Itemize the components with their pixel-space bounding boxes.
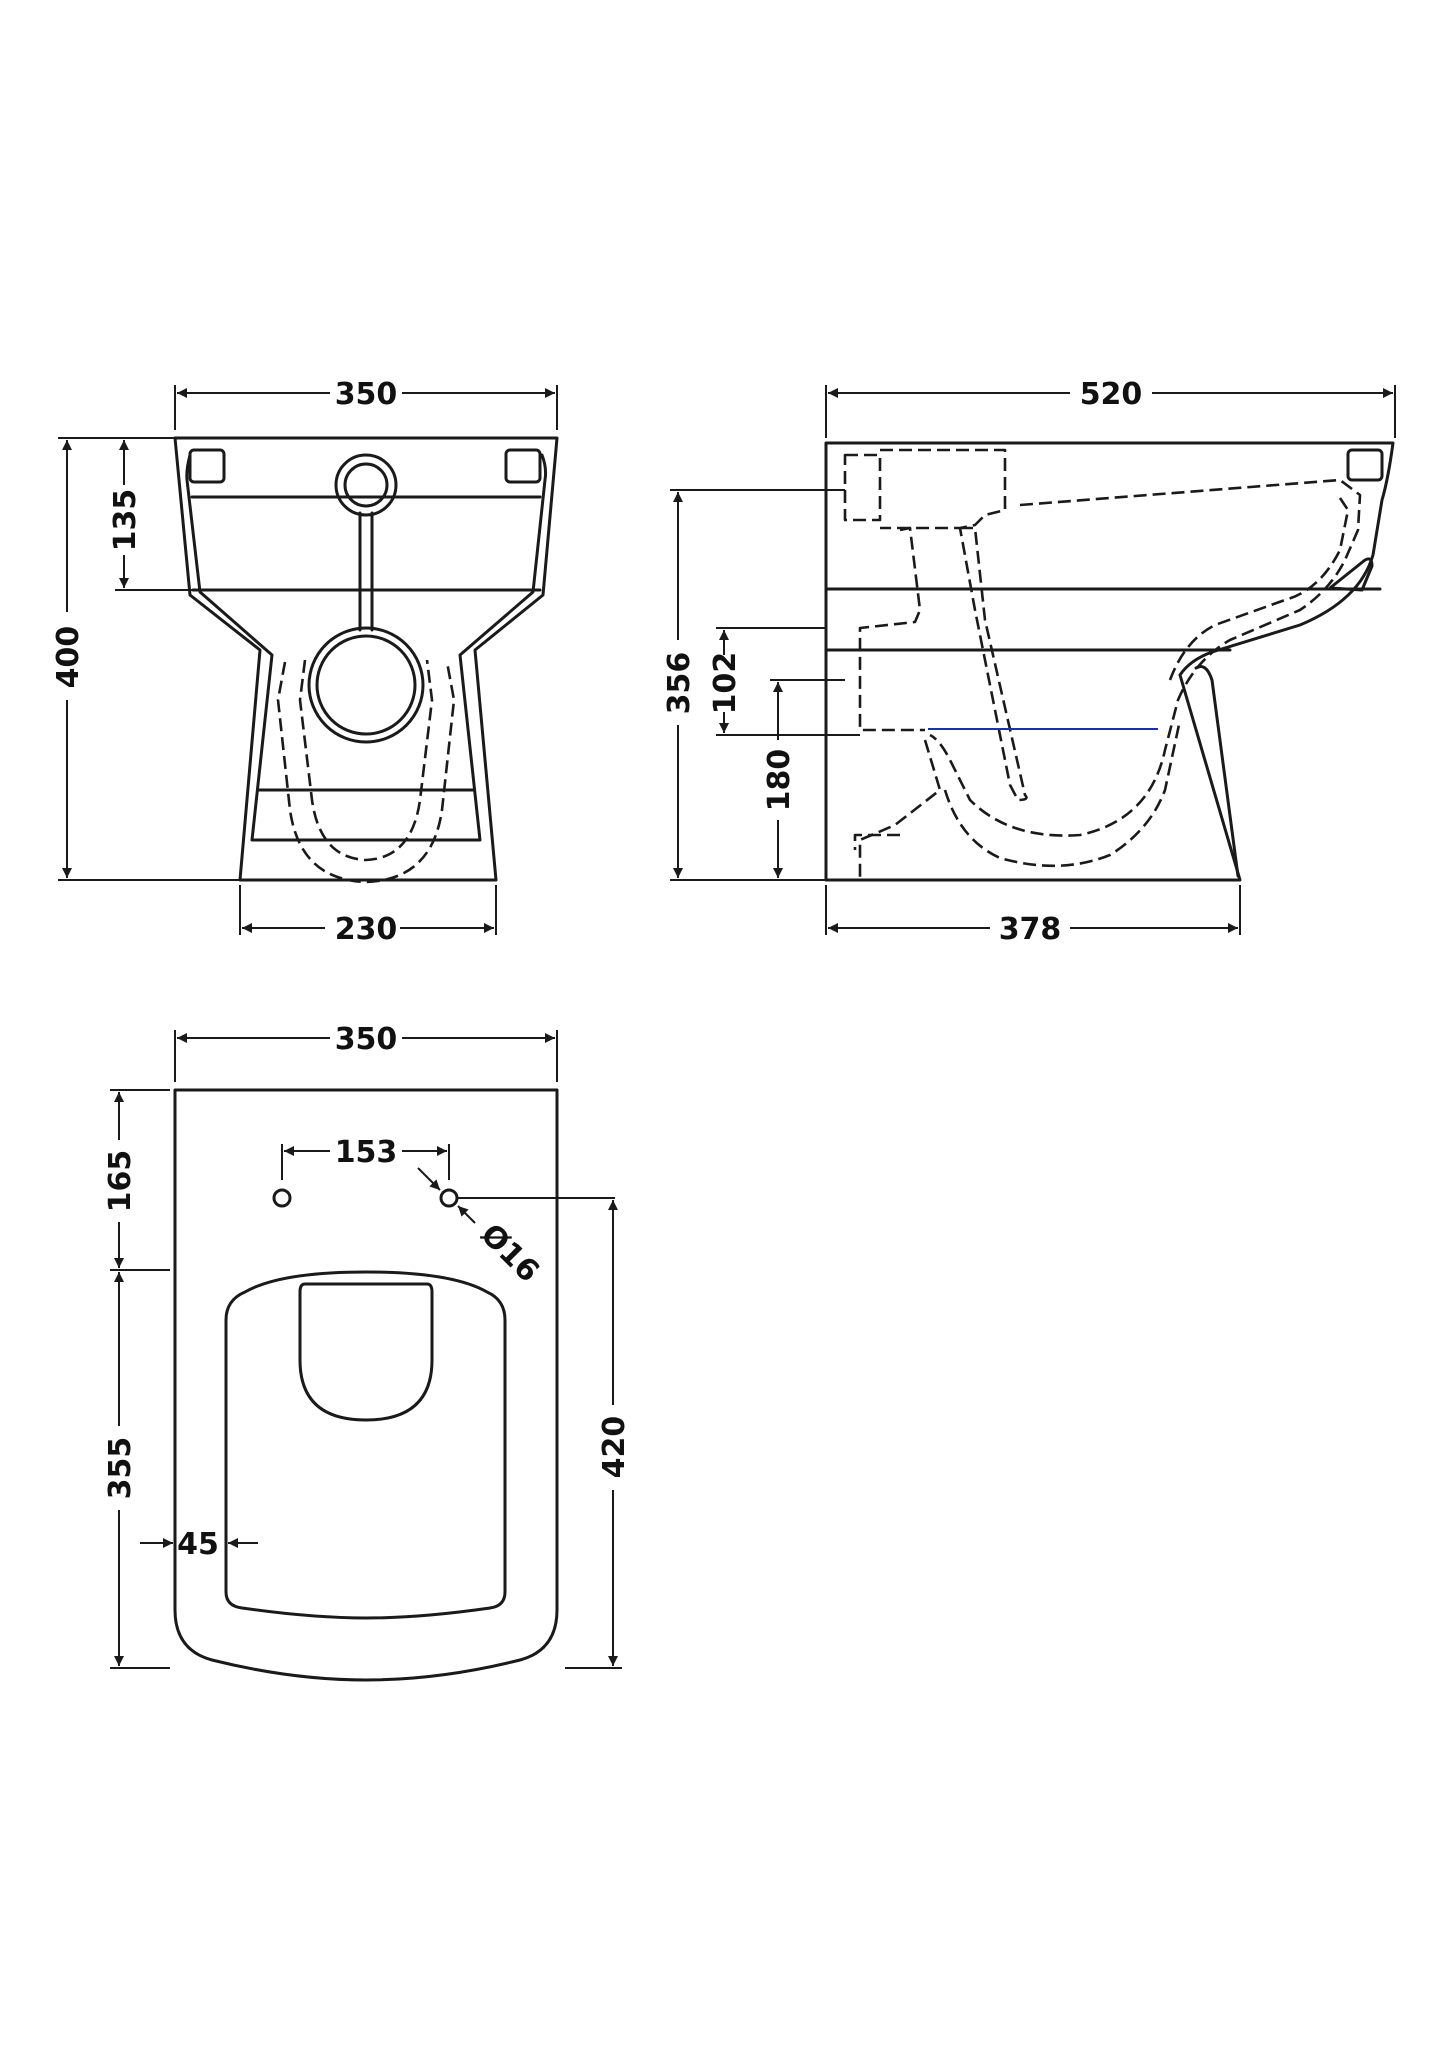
fixing-to-front-label: 355 [103, 1437, 138, 1500]
fixing-diameter-label: Ø16 [474, 1217, 546, 1289]
top-view-seat-outline [224, 1270, 507, 1620]
side-depth-label: 520 [1080, 377, 1143, 412]
side-base-depth-dimension [825, 885, 1241, 935]
top-width-label: 350 [335, 1022, 398, 1057]
front-view-hidden-trapway [276, 659, 456, 884]
front-view-inlet-holes [307, 453, 425, 744]
side-outlet-span-label: 102 [708, 652, 743, 715]
fixing-centres-dimension [281, 1144, 450, 1180]
side-depth-dimension [825, 385, 1396, 438]
seat-side-offset-label: 45 [177, 1527, 219, 1562]
top-view-pan-outline [173, 1088, 559, 1682]
side-outlet-span-dimension [716, 627, 860, 736]
side-view-hidden-internals [843, 448, 1362, 880]
front-width-label: 350 [335, 377, 398, 412]
front-inlet-height-label: 135 [108, 489, 143, 552]
side-view-cistern-lug [1328, 448, 1384, 592]
front-width-dimension [174, 385, 558, 430]
fixing-to-front-total-dimension [565, 1200, 622, 1669]
front-height-label: 400 [51, 626, 86, 689]
front-inlet-height-dimension [115, 440, 193, 591]
front-base-width-label: 230 [335, 912, 398, 947]
front-view-cistern-lugs [188, 448, 542, 484]
fixing-centres-label: 153 [335, 1135, 398, 1170]
top-view-seat-opening [298, 1282, 434, 1422]
side-outlet-height-label: 180 [762, 749, 797, 812]
rear-to-fixing-dimension [110, 1089, 170, 1271]
front-height-dimension [58, 437, 240, 881]
side-view: 520 378 356 102 180 [662, 377, 1396, 947]
side-view-body-outline [824, 441, 1395, 882]
fixing-to-front-dimension [110, 1272, 170, 1669]
front-view-body-outline [173, 436, 559, 882]
front-view: 350 230 400 135 [51, 377, 559, 947]
top-view: 350 153 Ø16 165 355 [103, 1022, 632, 1682]
fixing-diameter-leader [417, 1167, 615, 1224]
side-base-depth-label: 378 [999, 912, 1062, 947]
right-fixing-hole [439, 1188, 459, 1208]
side-inlet-height-label: 356 [662, 652, 697, 715]
top-width-dimension [174, 1030, 558, 1082]
side-outlet-height-dimension [770, 679, 845, 878]
left-fixing-hole [272, 1188, 292, 1208]
fixing-to-front-total-label: 420 [597, 1416, 632, 1479]
side-inlet-height-dimension [670, 489, 845, 881]
front-base-width-dimension [239, 885, 497, 935]
rear-to-fixing-label: 165 [103, 1150, 138, 1213]
